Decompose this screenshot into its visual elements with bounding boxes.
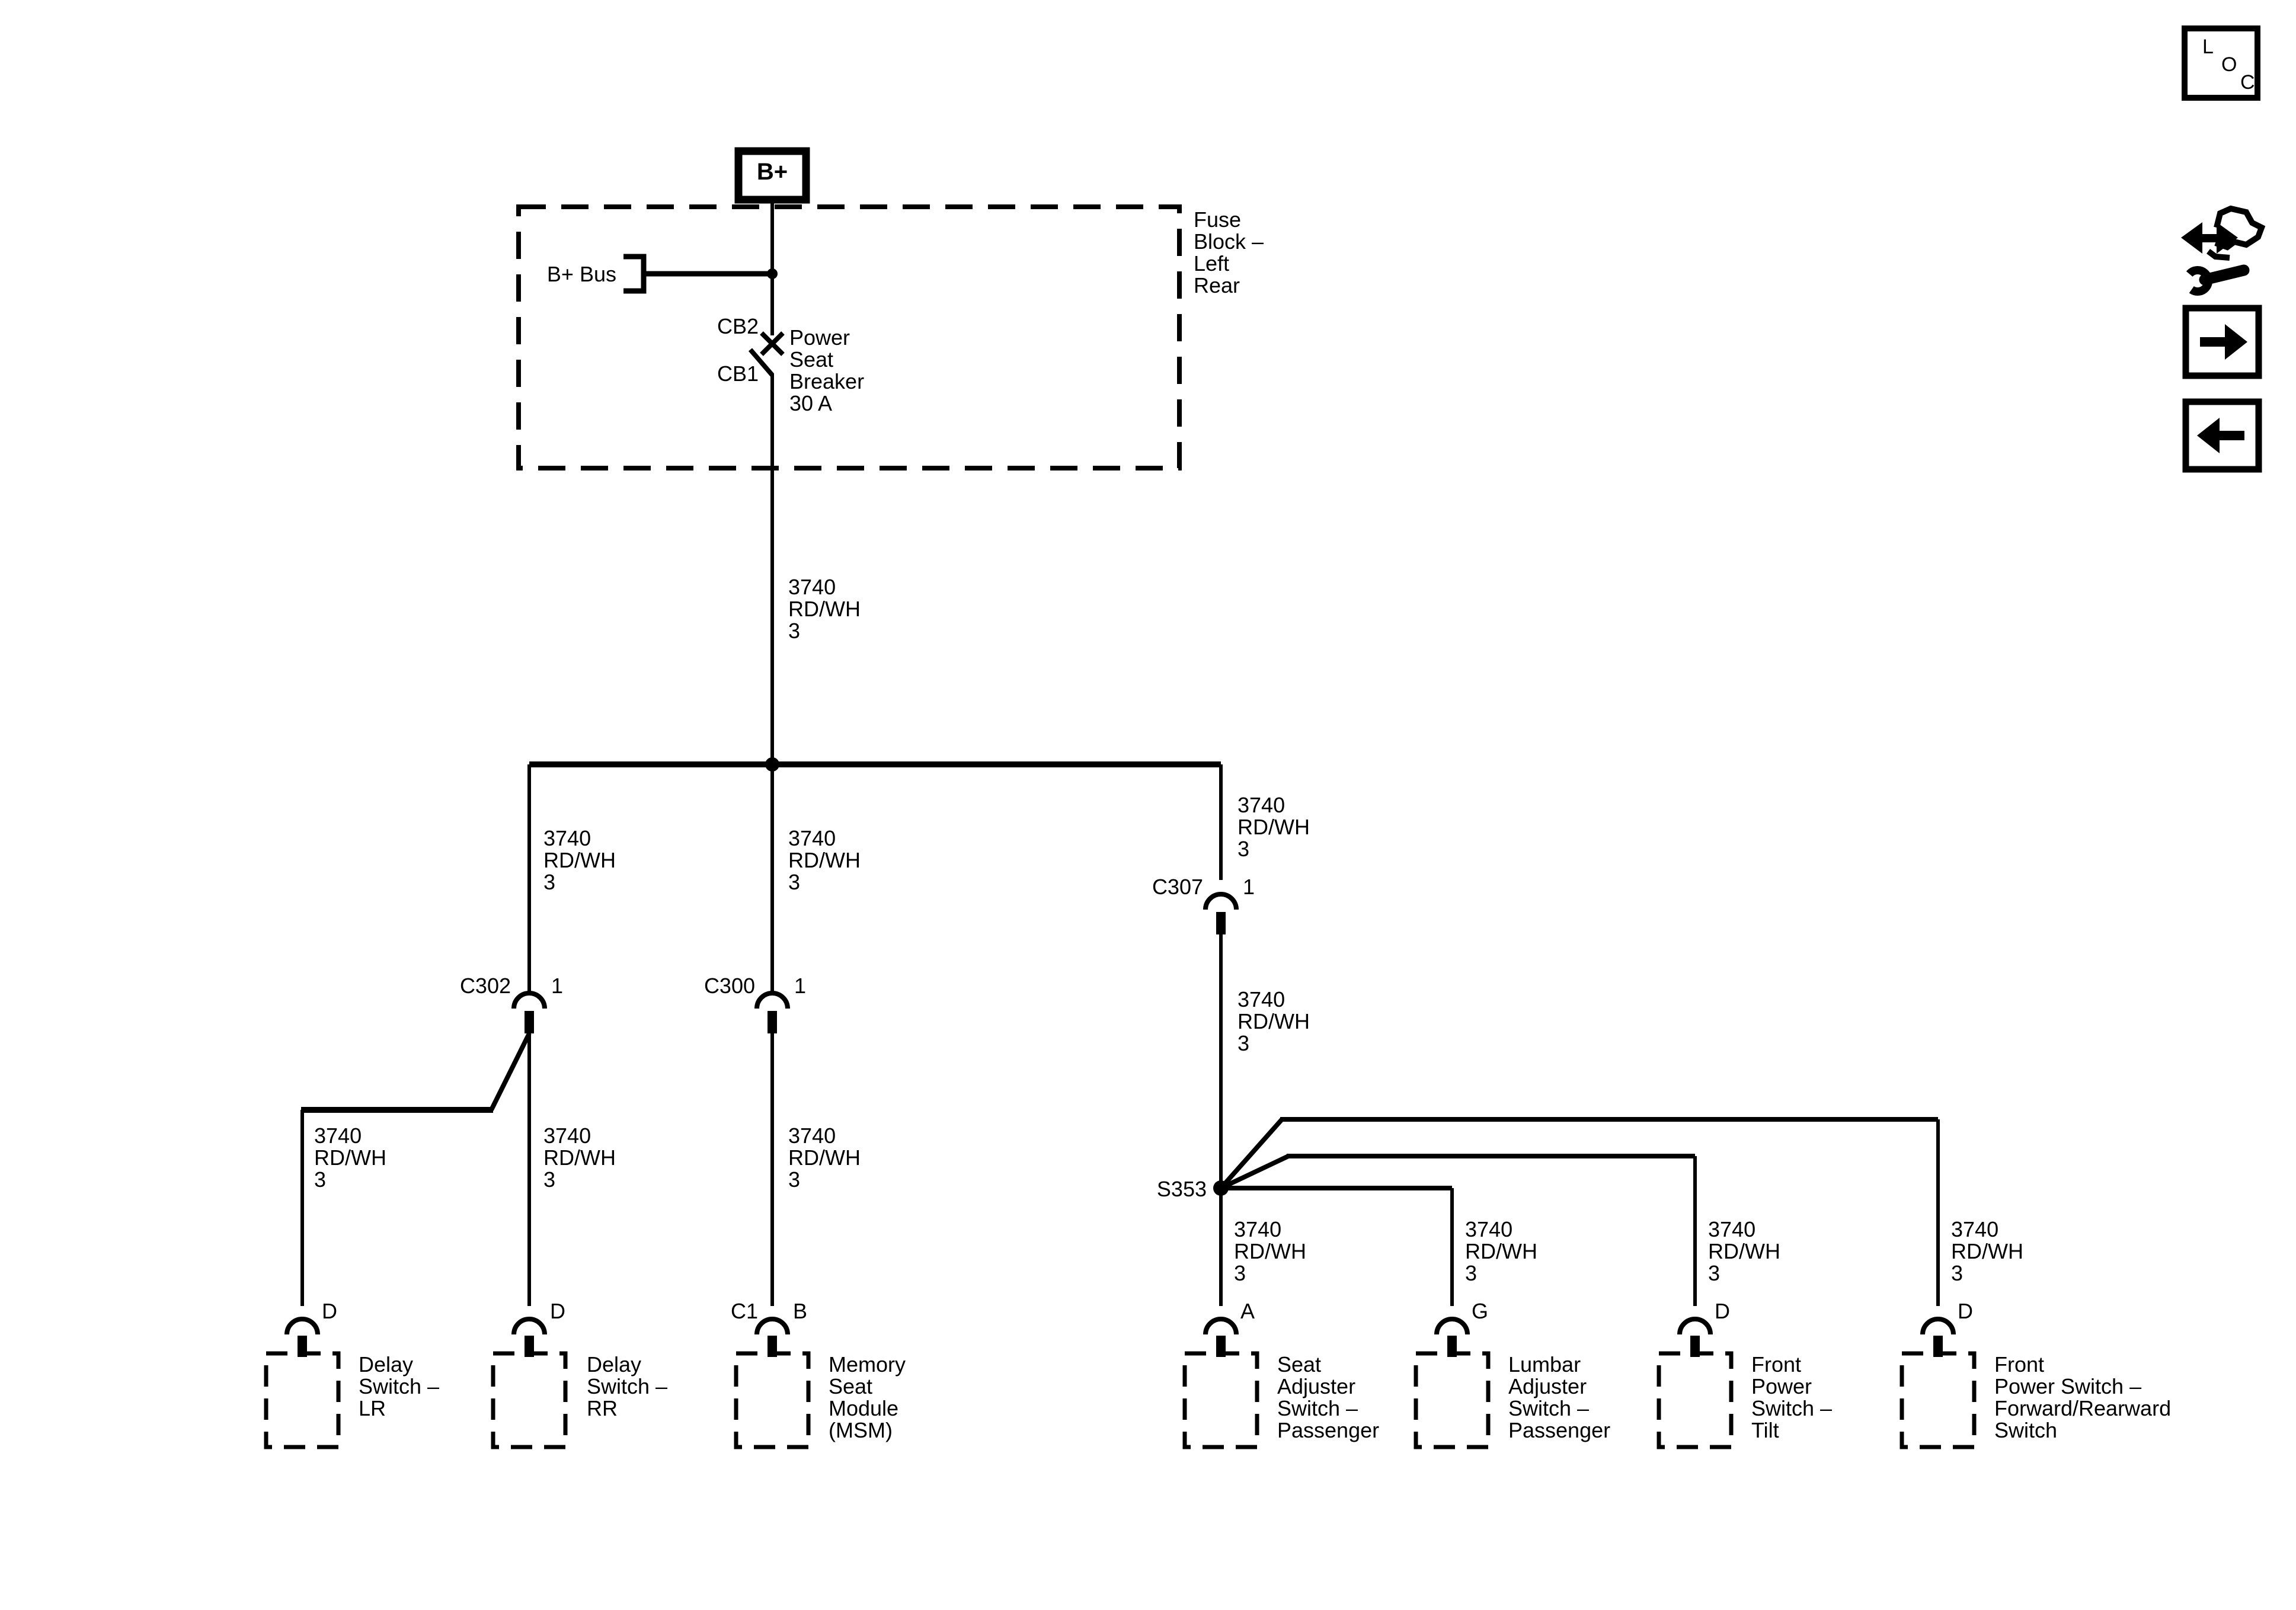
- connector-c300-label: C300: [703, 974, 755, 998]
- loc-icon[interactable]: [2182, 25, 2260, 101]
- component-delay-rr: [491, 1317, 568, 1449]
- terminal-front-fwd: D: [1958, 1299, 1973, 1323]
- wire-label-3740-right-upper: 3740 RD/WH 3: [1237, 793, 1310, 861]
- forward-arrow-icon[interactable]: [2182, 305, 2262, 379]
- wire-label-3740-fwd: 3740 RD/WH 3: [1951, 1217, 2023, 1285]
- bplus-terminal-label: B+: [756, 159, 788, 185]
- connector-c307-pin: 1: [1243, 875, 1255, 899]
- connector-c302-terminal-bar: [525, 1011, 534, 1033]
- terminal-front-tilt: D: [1715, 1299, 1730, 1323]
- terminal-seat-adjuster: A: [1240, 1299, 1255, 1323]
- wiring-repair-icon[interactable]: [2181, 205, 2266, 296]
- component-front-tilt: [1657, 1317, 1734, 1449]
- component-front-fwd: [1900, 1317, 1977, 1449]
- connector-c307-label: C307: [1152, 875, 1203, 899]
- bplus-terminal-box: [734, 147, 810, 204]
- terminal-msm-pin: B: [793, 1299, 808, 1323]
- loc-letter-o: O: [2221, 53, 2237, 76]
- back-arrow-icon[interactable]: [2182, 398, 2262, 473]
- terminal-msm-connector: C1: [730, 1299, 758, 1323]
- loc-letter-c: C: [2240, 71, 2255, 94]
- breaker-name-label: Power Seat Breaker 30 A: [789, 325, 865, 415]
- component-msm: [734, 1317, 811, 1449]
- connector-c300-terminal-bar: [768, 1011, 777, 1033]
- wire-s353-diag-top: [1219, 1118, 1284, 1190]
- component-delay-lr: [264, 1317, 341, 1449]
- connector-c302-arc: [511, 991, 547, 1009]
- component-label-delay-lr: Delay Switch – LR: [359, 1352, 440, 1420]
- wire-s353-diag-mid: [1220, 1154, 1290, 1190]
- component-lumbar-adjuster: [1414, 1317, 1491, 1449]
- connector-c300-arc: [754, 991, 790, 1009]
- component-label-seat-adjuster: Seat Adjuster Switch – Passenger: [1277, 1352, 1380, 1442]
- connector-c307-arc: [1203, 892, 1239, 910]
- wire-label-3740-center: 3740 RD/WH 3: [788, 826, 861, 894]
- wire-label-3740-main: 3740 RD/WH 3: [788, 575, 861, 643]
- connector-c302-label: C302: [459, 974, 511, 998]
- bplus-bus-label: B+ Bus: [546, 262, 616, 286]
- bplus-bus-bracket: [623, 254, 647, 294]
- breaker-cb1-label: CB1: [717, 361, 759, 386]
- component-seat-adjuster: [1182, 1317, 1259, 1449]
- wire-label-3740-msm: 3740 RD/WH 3: [788, 1124, 861, 1192]
- fuse-block-label: Fuse Block – Left Rear: [1194, 207, 1264, 297]
- breaker-contact-x-icon: [760, 331, 785, 356]
- breaker-blade: [748, 348, 775, 377]
- bus-junction-dot: [767, 268, 778, 279]
- loc-letter-l: L: [2202, 36, 2214, 58]
- component-label-front-fwd: Front Power Switch – Forward/Rearward Sw…: [1994, 1352, 2172, 1442]
- component-label-lumbar-adjuster: Lumbar Adjuster Switch – Passenger: [1508, 1352, 1611, 1442]
- terminal-delay-lr: D: [322, 1299, 337, 1323]
- wire-label-3740-lumbar: 3740 RD/WH 3: [1465, 1217, 1537, 1285]
- component-label-msm: Memory Seat Module (MSM): [829, 1352, 906, 1442]
- wire-label-3740-tilt: 3740 RD/WH 3: [1708, 1217, 1780, 1285]
- breaker-cb2-label: CB2: [717, 314, 759, 338]
- connector-c307-terminal-bar: [1216, 912, 1226, 934]
- component-label-front-tilt: Front Power Switch – Tilt: [1751, 1352, 1833, 1442]
- wire-label-3740-left: 3740 RD/WH 3: [543, 826, 616, 894]
- terminal-delay-rr: D: [550, 1299, 565, 1323]
- connector-c302-pin: 1: [551, 974, 564, 998]
- splice-s353-label: S353: [1156, 1177, 1207, 1201]
- terminal-lumbar-adjuster: G: [1472, 1299, 1489, 1323]
- wire-label-3740-delay-lr: 3740 RD/WH 3: [314, 1124, 386, 1192]
- connector-c300-pin: 1: [794, 974, 807, 998]
- fuse-block-outline: [516, 204, 1182, 470]
- wire-label-3740-delay-rr: 3740 RD/WH 3: [543, 1124, 616, 1192]
- wire-delay-lr-diagonal: [489, 1032, 532, 1111]
- wire-label-3740-right-lower: 3740 RD/WH 3: [1237, 987, 1310, 1055]
- wire-label-3740-seat: 3740 RD/WH 3: [1234, 1217, 1306, 1285]
- component-label-delay-rr: Delay Switch – RR: [587, 1352, 668, 1420]
